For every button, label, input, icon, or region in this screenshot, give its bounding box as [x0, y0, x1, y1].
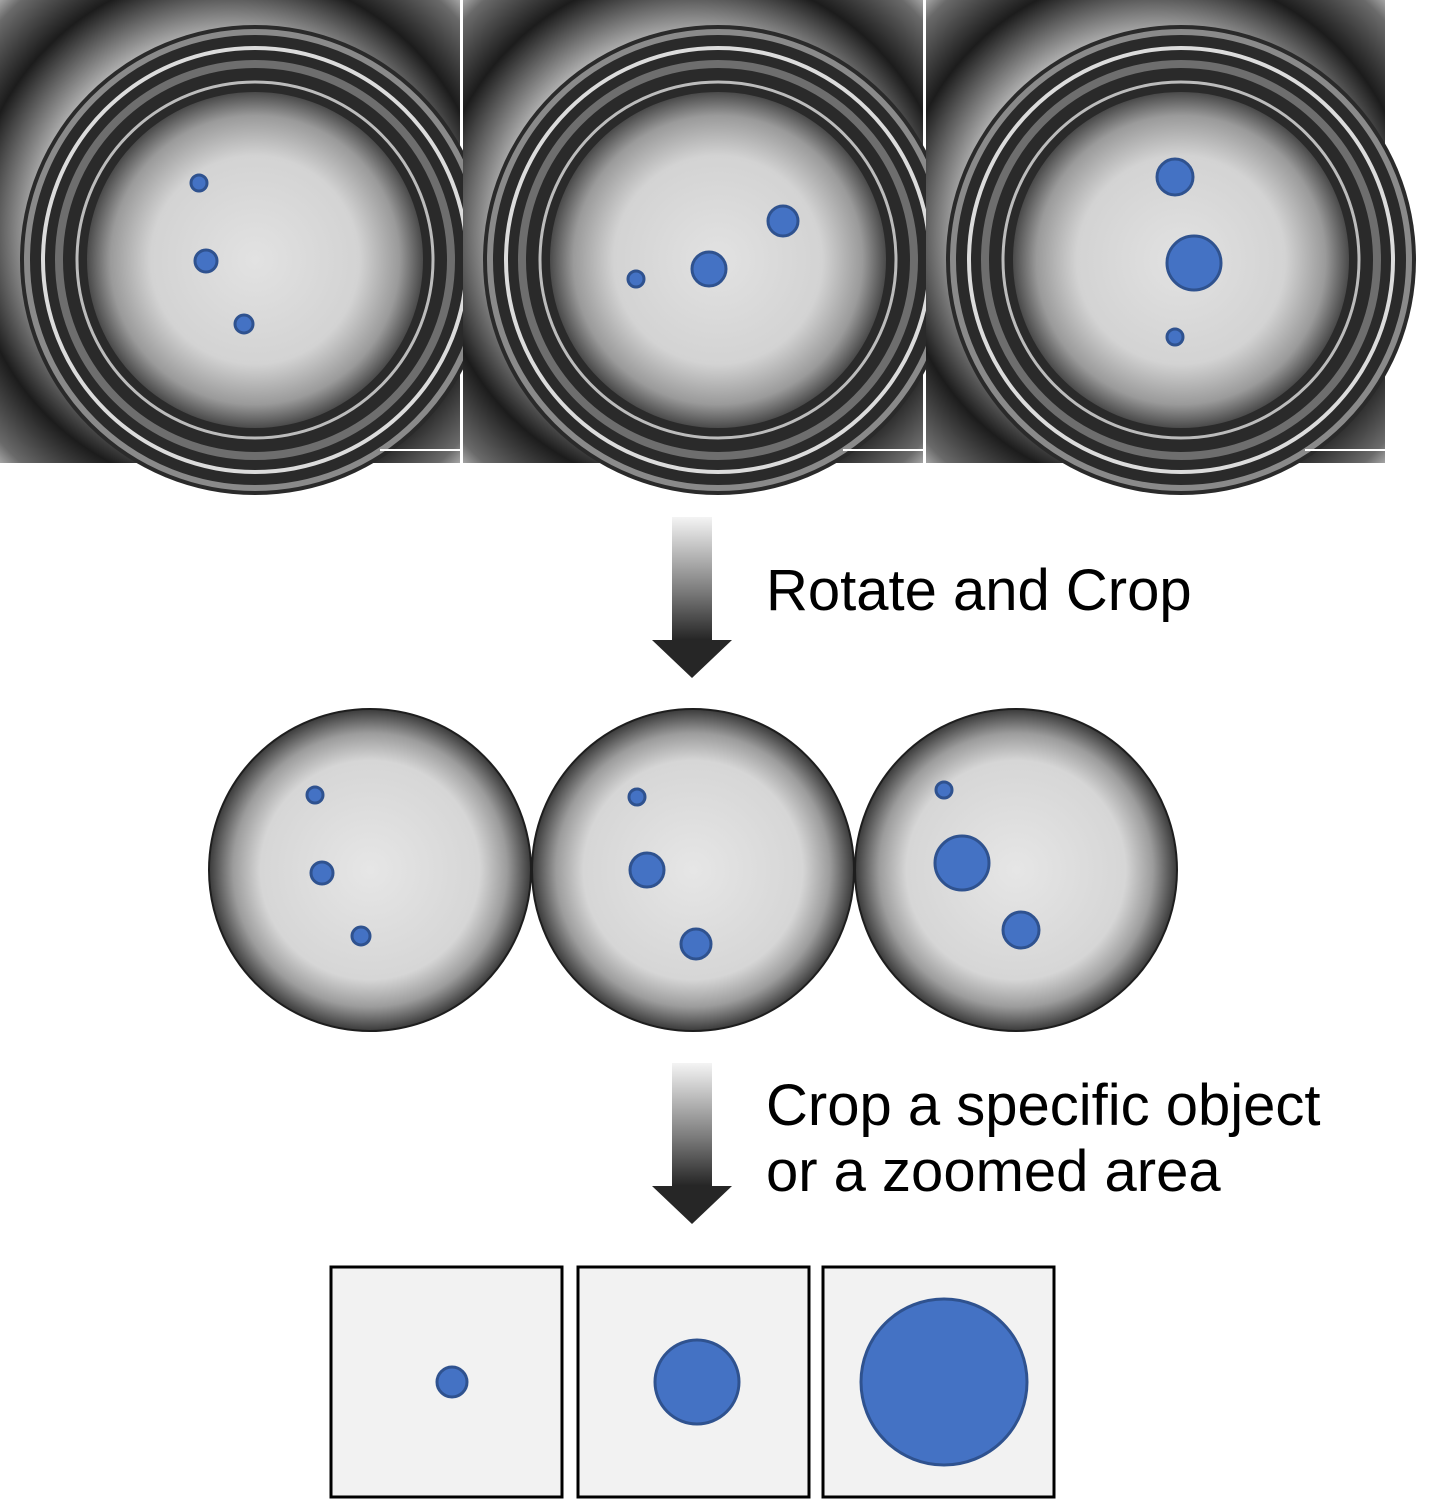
object-dot — [435, 1365, 469, 1399]
down-arrow-1 — [652, 517, 732, 678]
cropped-well-2 — [531, 708, 855, 1032]
object-dot — [626, 269, 646, 289]
object-dot — [934, 780, 954, 800]
raw-photo-3 — [926, 0, 1416, 495]
object-dot — [766, 204, 800, 238]
object-dot — [1165, 327, 1185, 347]
cropped-well-1 — [208, 708, 532, 1032]
object-dot — [690, 250, 728, 288]
object-crop-3 — [821, 1265, 1056, 1499]
object-dot — [1001, 910, 1041, 950]
object-dot — [350, 925, 372, 947]
object-dot — [933, 834, 991, 892]
object-crop-1 — [329, 1265, 564, 1499]
object-dot — [233, 313, 255, 335]
cropped-well-3 — [854, 708, 1178, 1032]
object-dot — [859, 1297, 1029, 1467]
object-dot — [628, 851, 666, 889]
object-dot — [653, 1338, 741, 1426]
raw-photo-2 — [463, 0, 953, 495]
object-dot — [1155, 157, 1195, 197]
object-dot — [679, 927, 713, 961]
raw-photo-1 — [0, 0, 490, 495]
object-dot — [627, 787, 647, 807]
step-2-label: Crop a specific object or a zoomed area — [766, 1073, 1320, 1205]
object-dot — [193, 248, 219, 274]
step-2-label-line-2: or a zoomed area — [766, 1139, 1221, 1204]
object-dot — [189, 173, 209, 193]
step-1-label-line: Rotate and Crop — [766, 558, 1192, 623]
down-arrow-2 — [652, 1063, 732, 1224]
object-dot — [305, 785, 325, 805]
object-dot — [1165, 234, 1223, 292]
object-dot — [309, 860, 335, 886]
step-2-label-line-1: Crop a specific object — [766, 1073, 1321, 1138]
step-1-label: Rotate and Crop — [766, 558, 1192, 624]
object-crop-2 — [576, 1265, 811, 1499]
